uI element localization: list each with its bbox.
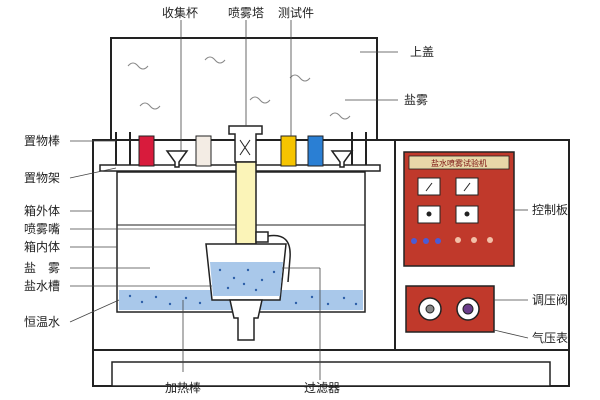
label-brine-tank: 盐水槽 [24,279,60,293]
label-inner-box: 箱内体 [24,239,60,254]
panel-title: 盐水喷雾试验机 [431,158,487,168]
base-inner [111,361,551,387]
label-rack: 置物架 [24,171,60,185]
rods [115,132,367,165]
white-test-piece [195,135,212,167]
panel-title-bar [408,155,510,170]
label-control-panel: 控制板 [532,203,568,217]
label-top-cover: 上盖 [410,45,434,59]
collect-cup-left [165,150,189,168]
leader-lines [69,20,529,380]
label-salt-fog-top: 盐雾 [404,93,428,107]
label-pressure-gauge: 气压表 [532,330,568,345]
red-test-piece [138,135,155,167]
label-rod: 置物棒 [24,134,60,148]
label-nozzle: 喷雾嘴 [24,222,60,236]
label-regulator-valve: 调压阀 [532,293,568,307]
tank-stem [229,299,263,341]
label-outer-box: 箱外体 [24,203,60,218]
label-heater-rod: 加热棒 [165,381,201,395]
collect-cup-right [330,150,354,168]
label-spray-tower: 喷雾塔 [228,6,264,20]
label-salt-fog-left: 盐 雾 [24,261,60,275]
spray-tower [235,161,257,245]
label-thermostatic-water: 恒温水 [24,315,60,329]
label-collect-cup: 收集杯 [162,5,198,20]
label-test-piece: 测试件 [278,5,314,20]
label-filter: 过滤器 [304,381,340,395]
yellow-test-piece [280,135,297,167]
nozzle [255,231,269,243]
blue-test-piece [307,135,324,167]
indicator-lights [411,237,493,244]
